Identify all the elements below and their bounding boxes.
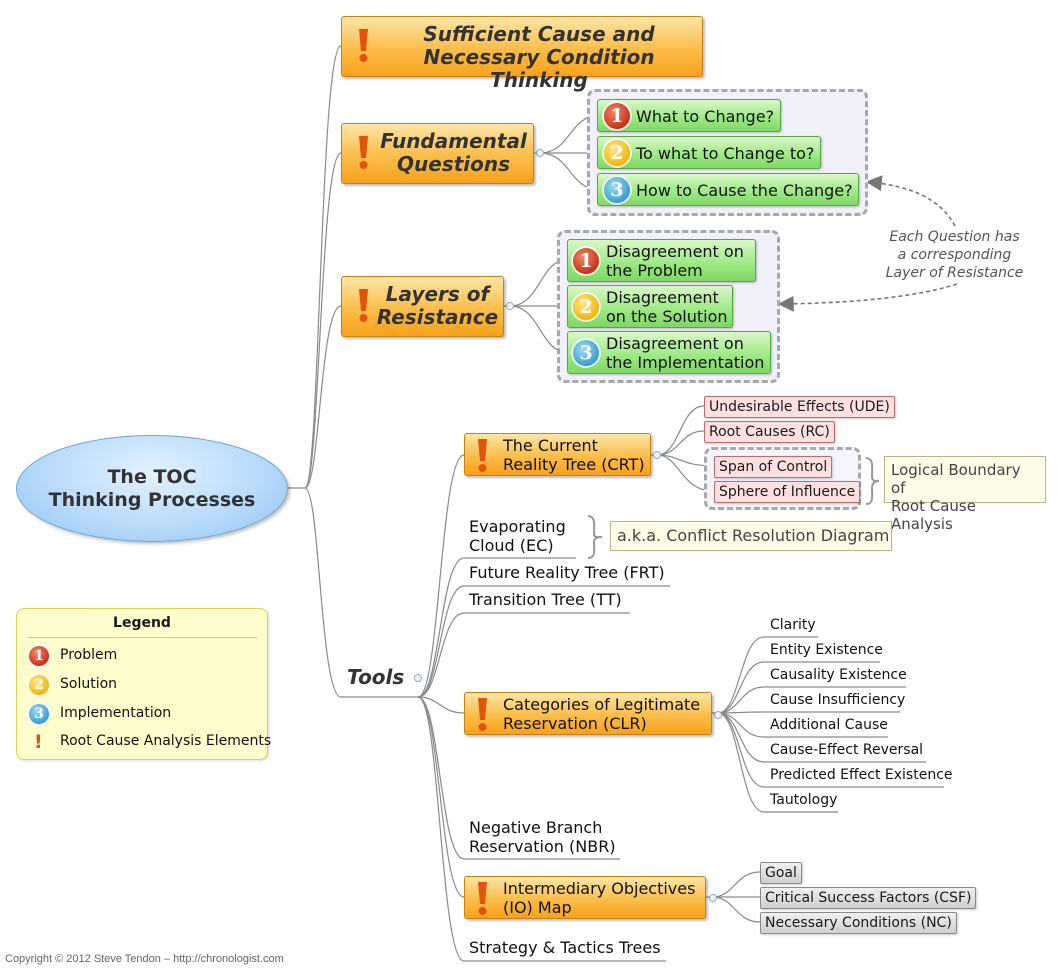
io-line1: Intermediary Objectives (503, 879, 696, 898)
legend-title: Legend (113, 615, 171, 631)
topic-sufficient-cause[interactable]: Sufficient Cause and Necessary Condition… (341, 16, 703, 92)
ec-aka-note: a.k.a. Conflict Resolution Diagram (610, 521, 892, 551)
exclamation-icon (477, 882, 488, 920)
io-nc[interactable]: Necessary Conditions (NC) (760, 912, 957, 934)
clr-line1: Categories of Legitimate (503, 695, 701, 714)
tool-crt[interactable]: The Current Reality Tree (CRT) (464, 433, 651, 476)
tool-evaporating-cloud[interactable]: Evaporating Cloud (EC) (469, 517, 566, 555)
clr-clarity[interactable]: Clarity (770, 617, 816, 633)
boundary-line1: Logical Boundary of (891, 461, 1021, 497)
question-3[interactable]: 3 How to Cause the Change? (597, 173, 859, 206)
clr-entity-existence[interactable]: Entity Existence (770, 642, 883, 658)
io-line2: (IO) Map (503, 898, 572, 917)
clr-additional-cause[interactable]: Additional Cause (770, 717, 888, 733)
solution-number-icon: 2 (29, 675, 49, 695)
clr-predicted-effect-existence[interactable]: Predicted Effect Existence (770, 767, 953, 783)
tool-nbr[interactable]: Negative Branch Reservation (NBR) (469, 818, 616, 856)
tool-strategy-tactics[interactable]: Strategy & Tactics Trees (469, 938, 661, 957)
implementation-number-icon: 3 (604, 177, 630, 203)
disagreement-problem-line1: Disagreement on (606, 242, 744, 261)
disagreement-solution-line2: on the Solution (606, 307, 728, 326)
question-3-label: How to Cause the Change? (636, 181, 853, 200)
legend-problem-label: Problem (60, 647, 118, 663)
crt-line1: The Current (503, 436, 598, 455)
topic-tools[interactable]: Tools (347, 665, 405, 689)
clr-cause-effect-reversal[interactable]: Cause-Effect Reversal (770, 742, 924, 758)
exclamation-icon (358, 29, 369, 67)
sufficient-line2: Necessary Condition Thinking (423, 45, 655, 92)
question-2-label: To what to Change to? (636, 144, 815, 163)
clr-tautology[interactable]: Tautology (770, 792, 838, 808)
io-goal[interactable]: Goal (760, 862, 802, 884)
fundamental-line2: Questions (396, 152, 510, 176)
nbr-line2: Reservation (NBR) (469, 837, 616, 856)
crt-line2: Reality Tree (CRT) (503, 455, 645, 474)
problem-number-icon: 1 (604, 103, 630, 129)
solution-number-icon: 2 (573, 294, 599, 320)
tool-tt[interactable]: Transition Tree (TT) (469, 590, 622, 609)
exclamation-icon (477, 698, 488, 736)
topic-fundamental-questions[interactable]: Fundamental Questions (341, 123, 534, 184)
logical-boundary-note: Logical Boundary of Root Cause Analysis (884, 456, 1046, 533)
tool-io-map[interactable]: Intermediary Objectives (IO) Map (464, 876, 706, 919)
crt-sphere-of-influence[interactable]: Sphere of Influence (714, 481, 861, 503)
central-topic-line1: The TOC (107, 466, 197, 488)
note-line1: Each Question has (889, 229, 1020, 245)
central-topic[interactable]: The TOC Thinking Processes (16, 435, 288, 542)
clr-cause-insufficiency[interactable]: Cause Insufficiency (770, 692, 906, 708)
question-1-label: What to Change? (636, 107, 775, 126)
exclamation-icon (358, 289, 369, 327)
io-csf[interactable]: Critical Success Factors (CSF) (760, 887, 977, 909)
crt-ude[interactable]: Undesirable Effects (UDE) (704, 396, 895, 418)
ec-line2: Cloud (EC) (469, 536, 554, 555)
sufficient-line1: Sufficient Cause and (423, 22, 655, 46)
topic-layers-of-resistance[interactable]: Layers of Resistance (341, 276, 504, 337)
clr-causality-existence[interactable]: Causality Existence (770, 667, 907, 683)
fundamental-line1: Fundamental (380, 129, 527, 153)
disagreement-solution-line1: Disagreement (606, 288, 719, 307)
disagreement-problem-line2: the Problem (606, 261, 703, 280)
layers-line2: Resistance (376, 305, 499, 329)
clr-line2: Reservation (CLR) (503, 714, 647, 733)
legend-root-cause-label: Root Cause Analysis Elements (60, 733, 272, 749)
disagreement-implementation-line2: the Implementation (606, 353, 765, 372)
central-topic-line2: Thinking Processes (48, 489, 256, 511)
tool-frt[interactable]: Future Reality Tree (FRT) (469, 563, 665, 582)
exclamation-icon (477, 439, 488, 477)
legend-solution-label: Solution (60, 676, 118, 692)
nbr-line1: Negative Branch (469, 818, 603, 837)
crt-root-causes[interactable]: Root Causes (RC) (704, 421, 835, 443)
copyright-footer: Copyright © 2012 Steve Tendon – http://c… (5, 953, 284, 965)
problem-number-icon: 1 (573, 248, 599, 274)
note-line3: Layer of Resistance (885, 265, 1024, 281)
tool-clr[interactable]: Categories of Legitimate Reservation (CL… (464, 692, 712, 735)
crt-span-of-control[interactable]: Span of Control (714, 456, 833, 478)
exclamation-icon (358, 136, 369, 174)
implementation-number-icon: 3 (573, 340, 599, 366)
question-layer-note: Each Question has a corresponding Layer … (872, 228, 1037, 282)
implementation-number-icon: 3 (29, 704, 49, 724)
disagreement-implementation[interactable]: 3 Disagreement on the Implementation (567, 331, 771, 374)
ec-line1: Evaporating (469, 517, 566, 536)
note-line2: a corresponding (897, 247, 1012, 263)
question-1[interactable]: 1 What to Change? (597, 99, 781, 132)
layers-line1: Layers of (385, 282, 490, 306)
problem-number-icon: 1 (29, 646, 49, 666)
disagreement-solution[interactable]: 2 Disagreement on the Solution (567, 285, 733, 328)
solution-number-icon: 2 (604, 140, 630, 166)
boundary-line2: Root Cause Analysis (891, 497, 976, 533)
legend: Legend 1 Problem 2 Solution 3 Implementa… (16, 608, 272, 760)
exclamation-icon: ! (34, 731, 43, 753)
question-2[interactable]: 2 To what to Change to? (597, 136, 821, 169)
legend-implementation-label: Implementation (60, 705, 172, 721)
disagreement-implementation-line1: Disagreement on (606, 334, 744, 353)
disagreement-problem[interactable]: 1 Disagreement on the Problem (567, 239, 756, 282)
